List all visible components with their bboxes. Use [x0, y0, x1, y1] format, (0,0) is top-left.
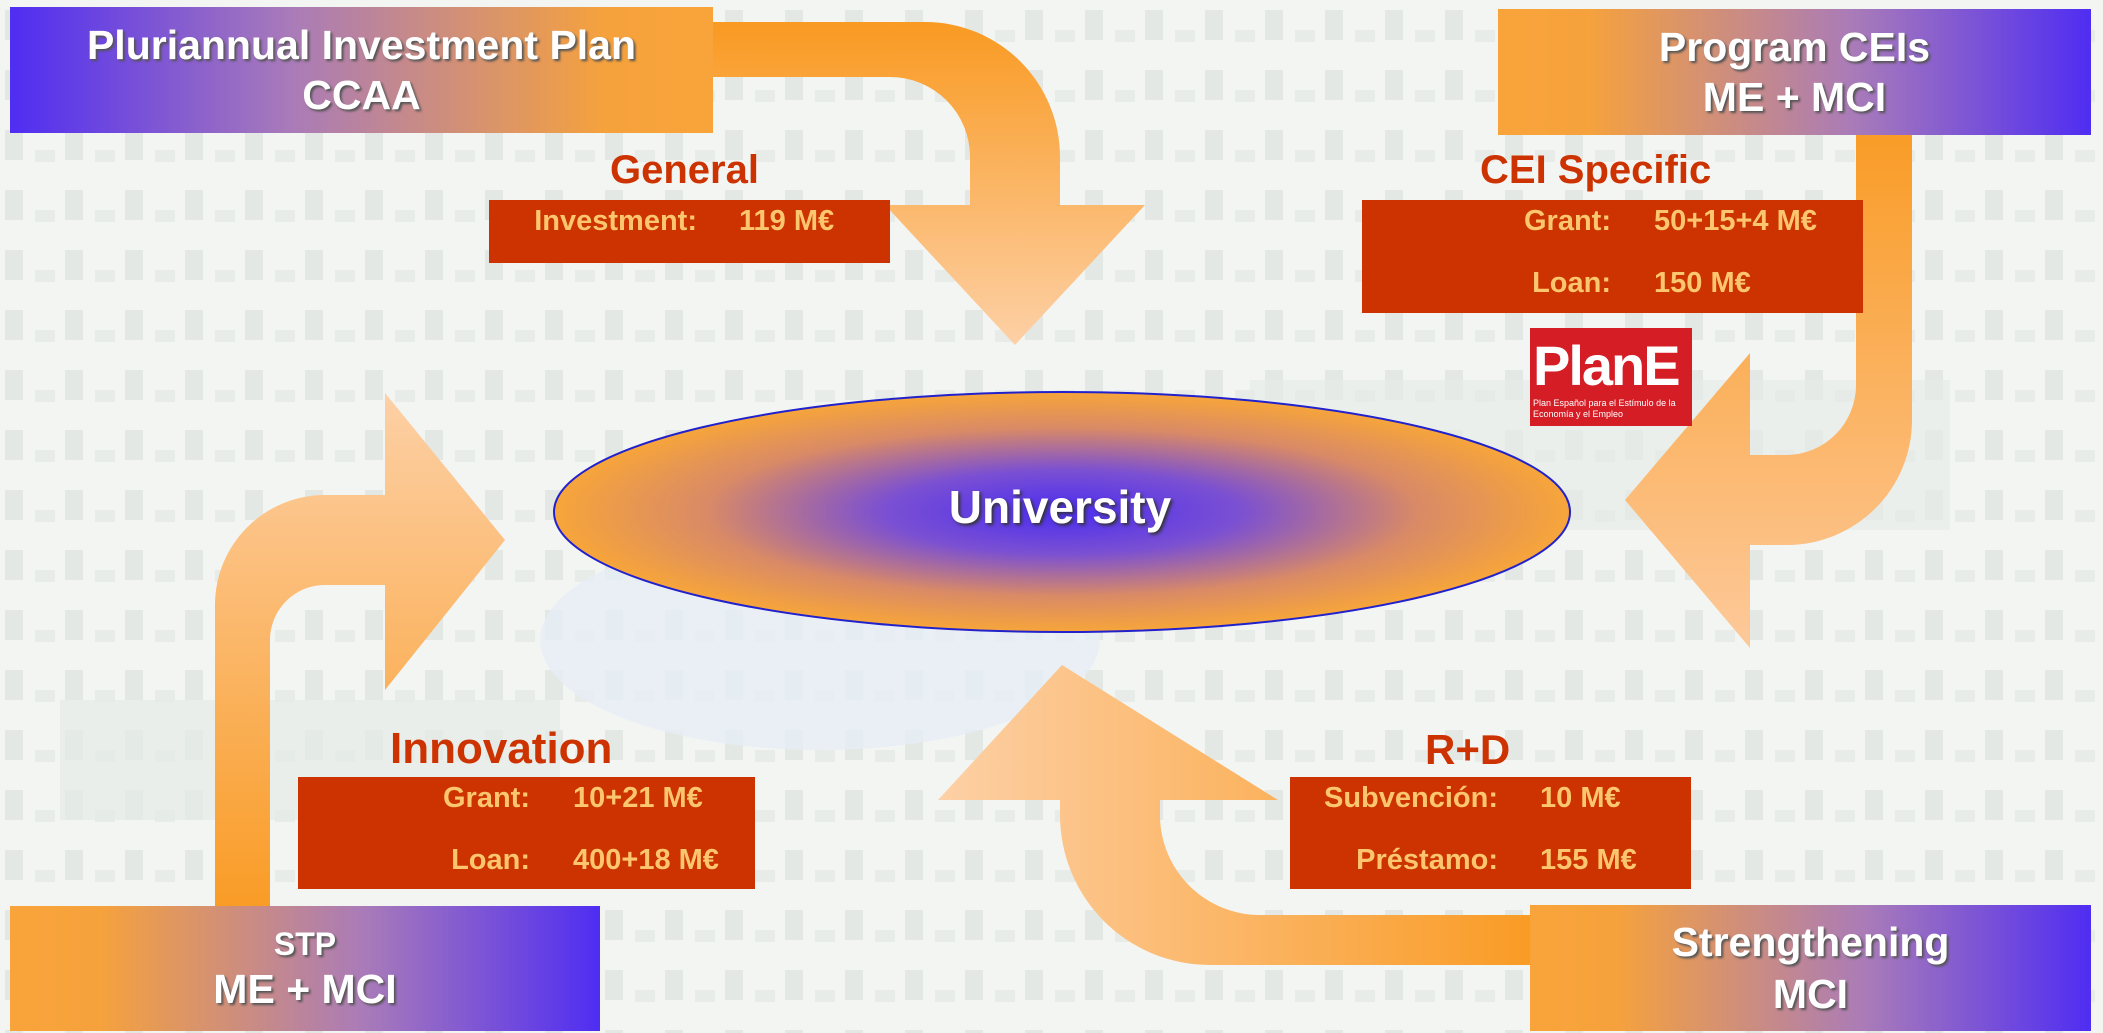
innovation-title: Innovation	[390, 724, 613, 773]
row-label: Grant:	[443, 782, 530, 814]
box-title: Program CEIs	[1658, 24, 1931, 70]
box-title: STP	[273, 925, 337, 962]
plane-logo-subtitle: Plan Español para el Estímulo de la Econ…	[1533, 398, 1676, 419]
row-value: 50+15+4 M€	[1654, 205, 1817, 237]
general-row: Investment: 119 M€	[489, 200, 890, 242]
university-ellipse	[553, 391, 1571, 633]
university-label: University	[948, 481, 1172, 533]
box-title: Strengthening	[1671, 919, 1950, 965]
arrow-cei-specific-icon	[1625, 110, 1912, 648]
general-panel: Investment: 119 M€	[489, 200, 890, 263]
arrow-general-icon	[690, 22, 1145, 345]
arrow-rd-icon	[938, 665, 1545, 965]
box-strengthening: Strengthening MCI	[1530, 905, 2091, 1031]
row-label: Loan:	[1532, 267, 1611, 299]
rd-row: Subvención: 10 M€	[1290, 777, 1691, 819]
general-title: General	[610, 148, 759, 192]
box-subtitle: ME + MCI	[213, 965, 397, 1012]
box-subtitle: MCI	[1772, 971, 1849, 1017]
box-pluriannual-investment-plan: Pluriannual Investment Plan CCAA	[10, 7, 713, 133]
box-stp: STP ME + MCI	[10, 906, 600, 1031]
cei-specific-row: Loan: 150 M€	[1362, 262, 1863, 304]
row-label: Loan:	[451, 844, 530, 876]
rd-panel: Subvención: 10 M€ Préstamo: 155 M€	[1290, 777, 1691, 889]
row-label: Investment:	[534, 205, 697, 237]
cei-specific-title: CEI Specific	[1480, 148, 1712, 192]
box-subtitle: ME + MCI	[1702, 74, 1887, 120]
plane-logo: PlanE Plan Español para el Estímulo de l…	[1530, 328, 1692, 426]
box-title: Pluriannual Investment Plan	[86, 22, 637, 68]
row-value: 400+18 M€	[573, 844, 719, 876]
cei-specific-panel: Grant: 50+15+4 M€ Loan: 150 M€	[1362, 200, 1863, 313]
box-subtitle: CCAA	[302, 72, 421, 118]
row-label: Subvención:	[1323, 782, 1498, 814]
plane-logo-text: PlanE	[1533, 334, 1681, 397]
row-value: 10 M€	[1540, 782, 1621, 814]
row-value: 150 M€	[1654, 267, 1751, 299]
row-value: 10+21 M€	[573, 782, 703, 814]
row-value: 119 M€	[739, 205, 835, 237]
row-value: 155 M€	[1540, 844, 1637, 876]
cei-specific-row: Grant: 50+15+4 M€	[1362, 200, 1863, 242]
row-label: Grant:	[1524, 205, 1611, 237]
row-label: Préstamo:	[1356, 844, 1498, 876]
rd-row: Préstamo: 155 M€	[1290, 839, 1691, 881]
innovation-row: Grant: 10+21 M€	[298, 777, 755, 819]
arrow-innovation-icon	[215, 393, 505, 925]
rd-title: R+D	[1425, 726, 1511, 773]
innovation-panel: Grant: 10+21 M€ Loan: 400+18 M€	[298, 777, 755, 889]
innovation-row: Loan: 400+18 M€	[298, 839, 755, 881]
box-program-ceis: Program CEIs ME + MCI	[1498, 9, 2091, 135]
